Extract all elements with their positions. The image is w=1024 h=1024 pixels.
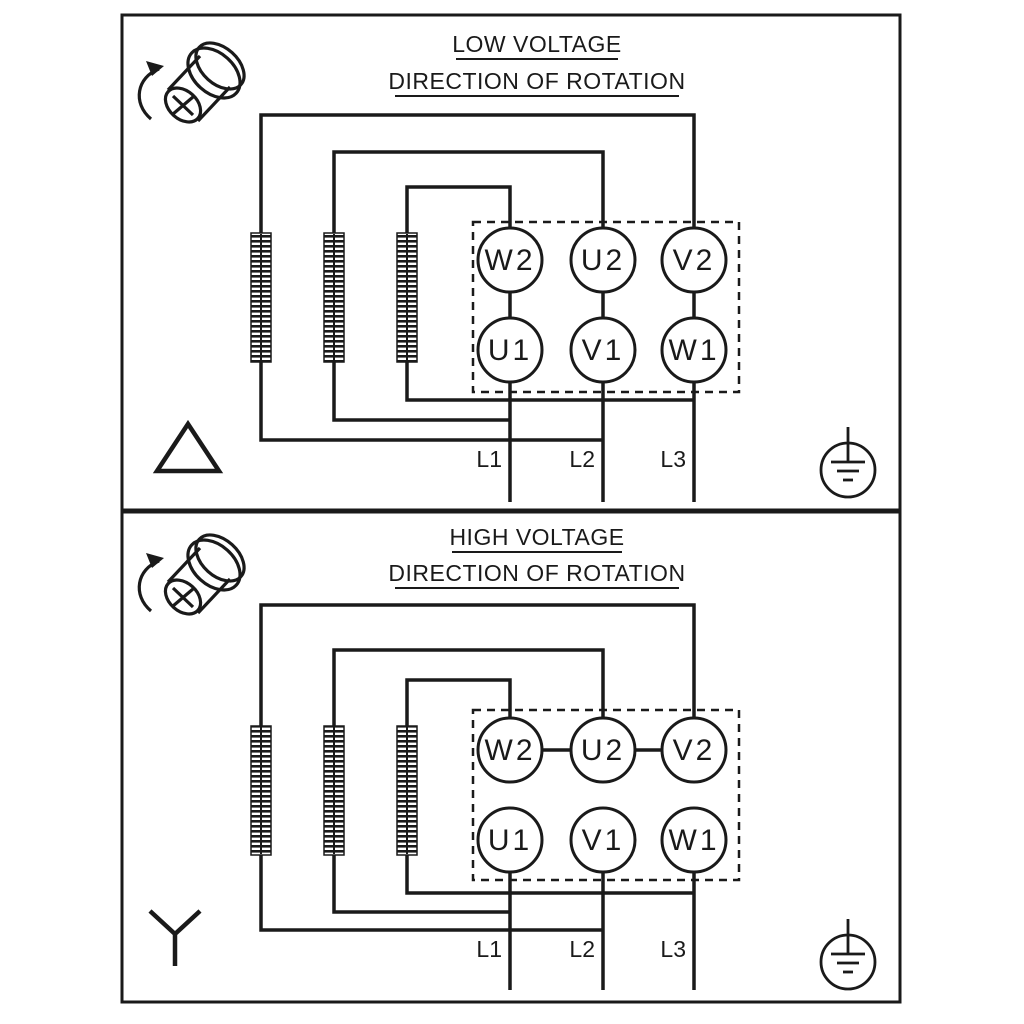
wire-feed-u2 [332,150,605,233]
terminal-u2-label: U2 [581,734,625,767]
wire-feed-u2 [332,648,605,726]
wire-coil3-return [405,362,694,402]
terminal-u2-label: U2 [581,244,625,277]
supply-line-l2-label: L2 [569,936,595,962]
terminal-w1-label: W1 [669,334,720,367]
low-wiring [259,113,696,502]
terminal-w1-label: W1 [669,824,720,857]
wire-coil3-return [405,855,694,895]
delta-connection-icon [152,419,224,474]
wire-coil1-return [259,855,603,932]
wire-feed-w2 [405,185,512,233]
terminal-w1 [660,806,728,874]
wire-feed-v2 [259,603,696,726]
wire-coil2-return [332,855,510,914]
high-terminal-block-outline [471,708,741,882]
wire-coil2-return [332,362,510,422]
terminal-v1-label: V1 [582,824,625,857]
low-terminal-block-outline [471,220,741,394]
terminal-u1-label: U1 [488,334,532,367]
high-wiring [259,603,696,990]
high-stator-coils [250,725,418,856]
high-panel-title: HIGH VOLTAGE [449,524,624,550]
supply-line-l3-label: L3 [660,936,686,962]
wire-feed-w2 [405,678,512,726]
supply-line-l1-label: L1 [476,936,502,962]
terminal-u2 [569,226,637,294]
wire-coil1-return [259,362,603,442]
terminal-w2-label: W2 [485,244,536,277]
terminal-v1 [569,806,637,874]
terminal-u1-label: U1 [488,824,532,857]
terminal-v1 [569,316,637,384]
high-terminals: W2 U2 V2 U1 V1 W1 [476,716,728,874]
low-terminals: W2 U2 V2 U1 V1 W1 [476,226,728,384]
terminal-w2 [476,716,544,784]
supply-line-l3-label: L3 [660,446,686,472]
terminal-u1 [476,806,544,874]
terminal-w1 [660,316,728,384]
terminal-v2 [660,716,728,784]
wire-feed-v2 [259,113,696,233]
terminal-w2 [476,226,544,294]
panel-high-voltage: HIGH VOLTAGE DIRECTION OF ROTATION [120,510,902,1004]
terminal-u1 [476,316,544,384]
supply-line-l1-label: L1 [476,446,502,472]
wye-connection-icon [148,909,202,966]
terminal-v1-label: V1 [582,334,625,367]
low-stator-coils [250,232,418,363]
terminal-w2-label: W2 [485,734,536,767]
terminal-v2-label: V2 [673,734,716,767]
supply-line-l2-label: L2 [569,446,595,472]
terminal-v2 [660,226,728,294]
low-panel-title: LOW VOLTAGE [452,31,622,57]
high-panel-subtitle: DIRECTION OF ROTATION [388,560,685,586]
terminal-u2 [569,716,637,784]
panel-low-voltage: LOW VOLTAGE DIRECTION OF ROTATION [120,13,902,512]
terminal-v2-label: V2 [673,244,716,277]
low-panel-subtitle: DIRECTION OF ROTATION [388,68,685,94]
